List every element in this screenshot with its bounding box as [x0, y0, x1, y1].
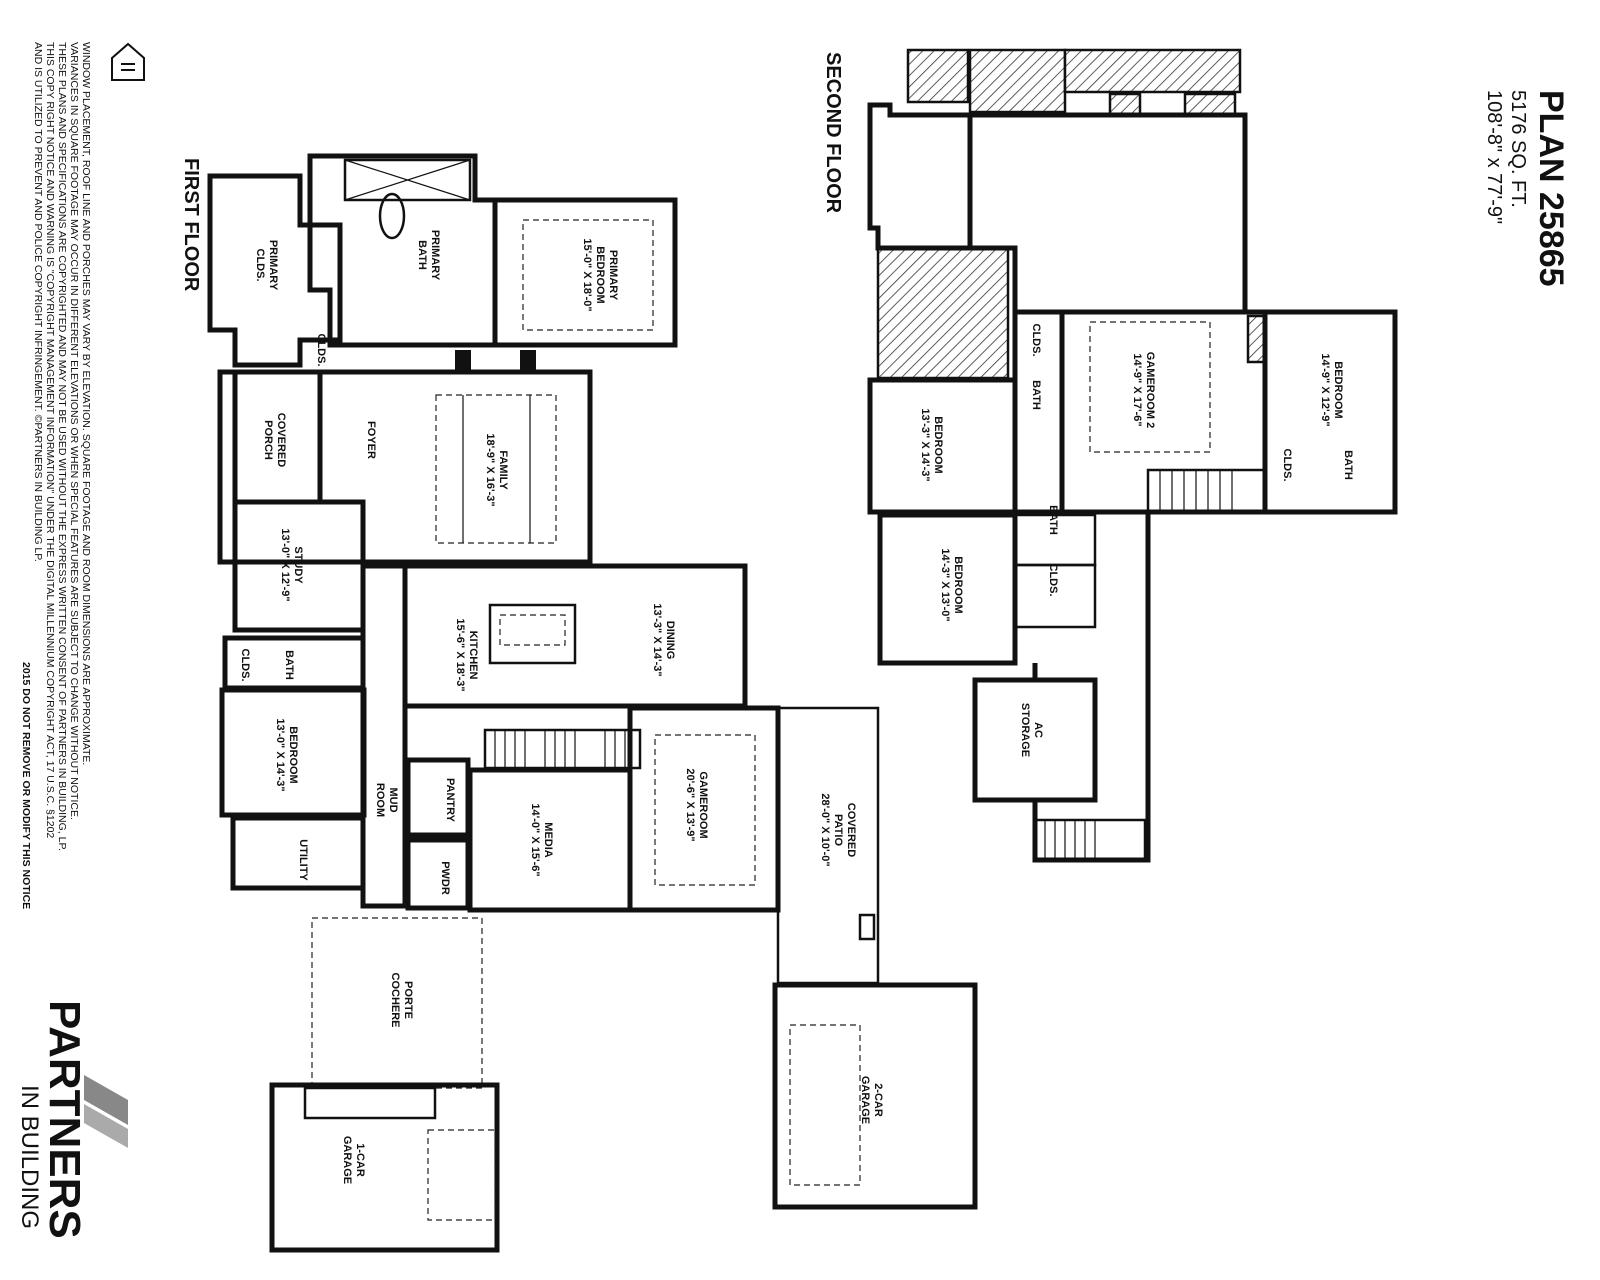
label-clds-bath: CLDS. [239, 649, 251, 682]
label-porte-cochere-2: COCHERE [389, 972, 401, 1027]
attic-hatch [906, 48, 970, 104]
label-gameroom: GAMEROOM [697, 771, 709, 838]
label-dining-dim: 13'-3" X 14'-3" [651, 603, 663, 676]
label-kitchen-dim: 15'-6" X 18'-3" [454, 618, 466, 691]
label-covered-patio-1: COVERED [845, 803, 857, 857]
plan-sqft: 5176 SQ. FT. [1507, 90, 1529, 208]
wall-pantry [405, 757, 471, 838]
label-bedroom-a: BEDROOM [1332, 361, 1344, 418]
label-gameroom2-dim: 14'-9" X 17'-6" [1131, 353, 1143, 426]
label-bath-2: BATH [1047, 505, 1059, 535]
disclaimer-line: VARIANCES IN SQUARE FOOTAGE MAY OCCUR IN… [68, 42, 80, 820]
label-foyer: FOYER [365, 421, 377, 459]
label-garage-2car-2: GARAGE [859, 1076, 871, 1124]
wall-ac-storage [972, 677, 1098, 803]
label-bedroom-a-dim: 14'-9" X 12'-9" [1319, 353, 1331, 426]
label-porte-cochere-1: PORTE [402, 981, 414, 1019]
tub [378, 192, 406, 240]
label-clds-1: CLDS. [1030, 324, 1042, 357]
label-gameroom2: GAMEROOM 2 [1144, 352, 1156, 428]
label-primary-clds-2: CLDS. [254, 249, 266, 282]
logo-word-partners: PARTNERS [40, 1000, 89, 1239]
logo-word-in-building: IN BUILDING [16, 1085, 43, 1229]
stairs-first [483, 728, 642, 770]
stairs-second [1033, 468, 1267, 862]
disclaimer-line: THIS COPY RIGHT NOTICE AND WARNING IS "C… [44, 42, 56, 838]
label-clds-small: CLDS. [315, 334, 327, 367]
copyright-notice: 2015 DO NOT REMOVE OR MODIFY THIS NOTICE [20, 662, 32, 909]
wall-garage-1car [269, 1082, 500, 1253]
first-floor-title: FIRST FLOOR [180, 158, 202, 292]
label-media-dim: 14'-0" X 15'-6" [529, 803, 541, 876]
label-garage-1car-2: GARAGE [341, 1136, 353, 1184]
label-covered-patio-2: PATIO [832, 814, 844, 846]
wall-family-foyer [217, 369, 593, 565]
label-covered-porch-2: PORCH [262, 420, 274, 460]
wall-primary-closet [207, 173, 343, 368]
label-ac-storage-1: AC [1032, 722, 1044, 738]
disclaimer-line: AND IS UTILIZED TO PREVENT AND POLICE CO… [32, 42, 44, 562]
label-bedroom-b-dim: 13'-3" X 14'-3" [919, 408, 931, 481]
label-kitchen: KITCHEN [467, 631, 479, 680]
shower [343, 158, 472, 202]
plan-header: PLAN 25865 5176 SQ. FT. 108'-8" x 77'-9" [1483, 90, 1570, 287]
label-covered-porch-1: COVERED [275, 413, 287, 467]
label-bath: BATH [283, 650, 295, 680]
disclaimer-line: WINDOW PLACEMENT, ROOF LINE AND PORCHES … [80, 42, 92, 765]
label-clds-2: CLDS. [1047, 564, 1059, 597]
label-primary-clds-1: PRIMARY [267, 240, 279, 291]
label-pantry: PANTRY [444, 778, 456, 823]
plan-title: PLAN 25865 [1532, 90, 1570, 287]
label-dining: DINING [664, 621, 676, 660]
label-primary-bedroom-2: BEDROOM [594, 246, 606, 303]
wall-bedroom-b [867, 377, 1018, 515]
wall-hall [360, 563, 408, 909]
label-mud-room-2: ROOM [374, 783, 386, 817]
partners-logo: PARTNERS IN BUILDING [16, 1000, 128, 1239]
label-gameroom-dim: 20'-6" X 13'-9" [684, 768, 696, 841]
label-covered-patio-dim: 28'-0" X 10'-0" [819, 793, 831, 866]
label-garage-2car-1: 2-CAR [872, 1083, 884, 1117]
label-bedroom-first-dim: 13'-0" X 14'-3" [274, 718, 286, 791]
label-bedroom-first: BEDROOM [287, 726, 299, 783]
label-ac-storage-2: STORAGE [1019, 703, 1031, 757]
label-family: FAMILY [497, 450, 509, 490]
label-garage-1car-1: 1-CAR [354, 1143, 366, 1177]
label-primary-bedroom-dim: 15'-0" X 18'-0" [581, 238, 593, 311]
label-primary-bedroom-1: PRIMARY [607, 250, 619, 301]
label-study: STUDY [292, 546, 304, 584]
second-floor-title: SECOND FLOOR [822, 52, 844, 214]
disclaimer-block: WINDOW PLACEMENT, ROOF LINE AND PORCHES … [20, 42, 92, 909]
equal-housing-icon [111, 42, 145, 81]
label-bedroom-c: BEDROOM [952, 556, 964, 613]
label-bath-1: BATH [1030, 380, 1042, 410]
second-floor-labels: GAMEROOM 2 14'-9" X 17'-6" BEDROOM 14'-9… [919, 324, 1354, 758]
label-bath-3: BATH [1342, 450, 1354, 480]
chevron-logo-icon [84, 1075, 128, 1148]
label-utility: UTILITY [297, 839, 309, 881]
second-floor-plan [867, 48, 1398, 863]
disclaimer-line: THESE PLANS AND SPECIFICATIONS ARE COPYR… [56, 42, 68, 851]
label-primary-bath-2: BATH [416, 240, 428, 270]
label-pwdr: PWDR [439, 861, 451, 895]
wall-pwdr [405, 837, 471, 911]
wall-primary-bedroom [492, 197, 678, 348]
label-family-dim: 18'-9" X 16'-3" [484, 433, 496, 506]
label-bedroom-b: BEDROOM [932, 416, 944, 473]
kitchen-island [488, 603, 577, 665]
label-study-dim: 13'-0" X 12'-9" [279, 528, 291, 601]
first-floor-plan [207, 153, 978, 1253]
label-primary-bath-1: PRIMARY [429, 230, 441, 281]
wall-bedroom-a [1262, 309, 1398, 515]
label-media: MEDIA [542, 822, 554, 858]
plan-dimensions: 108'-8" x 77'-9" [1483, 90, 1505, 224]
label-clds-3: CLDS. [1281, 449, 1293, 482]
first-floor-labels: PRIMARY CLDS. PRIMARY BATH PRIMARY BEDRO… [239, 230, 884, 1184]
label-mud-room-1: MUD [387, 787, 399, 812]
label-bedroom-c-dim: 14'-3" X 13'-0" [939, 548, 951, 621]
wall-garage-2car [772, 982, 978, 1210]
